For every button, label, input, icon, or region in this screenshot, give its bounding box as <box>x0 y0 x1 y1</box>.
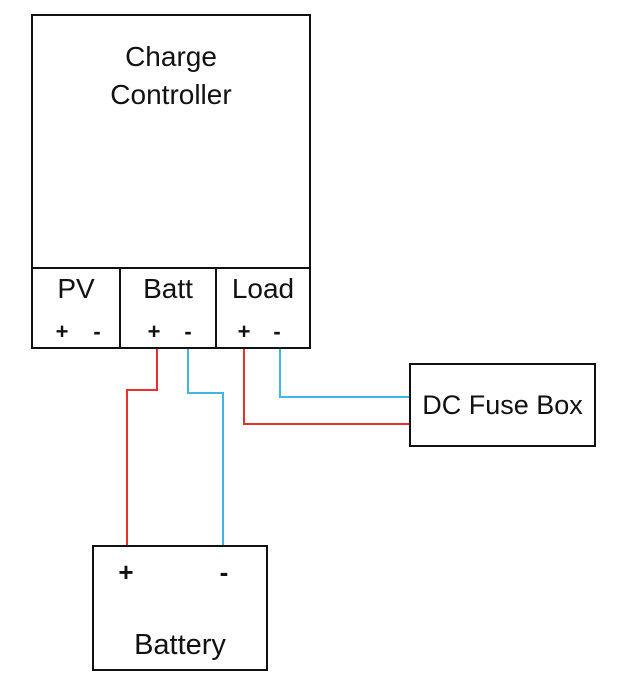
dc-fuse-box-label: DC Fuse Box <box>422 389 583 420</box>
charge-controller-title: Charge Controller <box>33 38 309 114</box>
wire-segment <box>187 349 189 394</box>
charge-controller-terminal-row: PV Batt Load + - + - + - <box>31 267 311 349</box>
terminal-divider-batt-load <box>215 269 217 347</box>
load-minus-terminal: - <box>273 319 281 344</box>
wire-segment <box>279 349 281 398</box>
charge-controller-title-line2: Controller <box>110 79 232 110</box>
wire-segment <box>126 389 158 391</box>
wire-segment <box>187 392 224 394</box>
battery-plus-terminal: + <box>118 557 134 587</box>
wire-segment <box>243 423 410 425</box>
charge-controller-title-line1: Charge <box>125 41 217 72</box>
battery-box: + - Battery <box>92 545 268 671</box>
wire-segment <box>222 392 224 545</box>
batt-plus-terminal: + <box>147 319 161 344</box>
wire-segment <box>279 396 410 398</box>
load-plus-terminal: + <box>237 319 251 344</box>
wire-segment <box>243 349 245 425</box>
charge-controller-box: Charge Controller <box>31 14 311 267</box>
batt-minus-terminal: - <box>184 319 192 344</box>
terminal-label-batt: Batt <box>143 273 193 304</box>
pv-minus-terminal: - <box>93 319 101 344</box>
terminal-label-pv: PV <box>57 273 95 304</box>
battery-label: Battery <box>134 629 226 661</box>
dc-fuse-box: DC Fuse Box <box>409 363 596 447</box>
wire-segment <box>126 389 128 545</box>
pv-plus-terminal: + <box>55 319 69 344</box>
terminal-divider-pv-batt <box>119 269 121 347</box>
wire-segment <box>156 349 158 391</box>
battery-minus-terminal: - <box>219 557 229 587</box>
terminal-label-load: Load <box>231 273 295 304</box>
